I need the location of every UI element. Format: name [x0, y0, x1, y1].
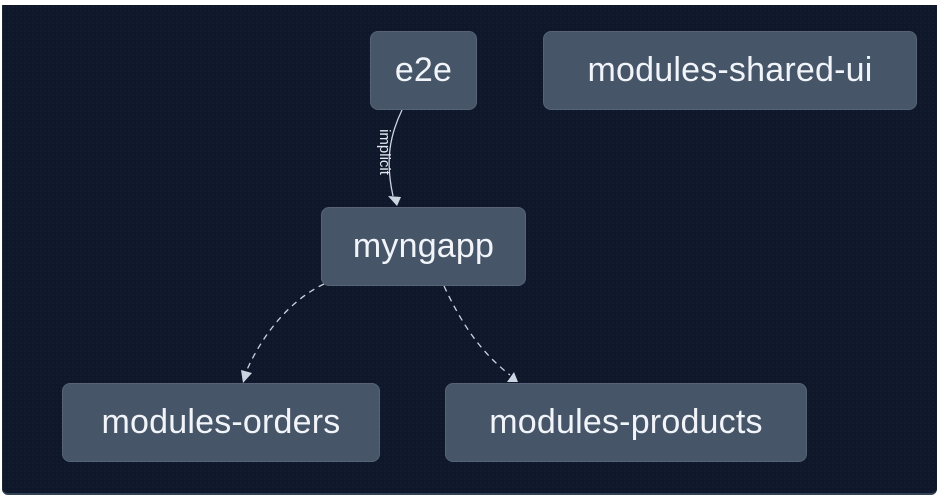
node-label: modules-products: [489, 403, 763, 441]
node-label: modules-orders: [101, 403, 341, 441]
node-label: myngapp: [352, 227, 495, 265]
node-modules-products[interactable]: modules-products: [445, 383, 807, 462]
node-label: e2e: [394, 51, 453, 89]
node-label: modules-shared-ui: [587, 51, 873, 89]
node-myngapp[interactable]: myngapp: [321, 207, 526, 286]
node-e2e[interactable]: e2e: [370, 31, 477, 110]
node-modules-shared-ui[interactable]: modules-shared-ui: [543, 31, 917, 110]
node-modules-orders[interactable]: modules-orders: [62, 383, 380, 462]
